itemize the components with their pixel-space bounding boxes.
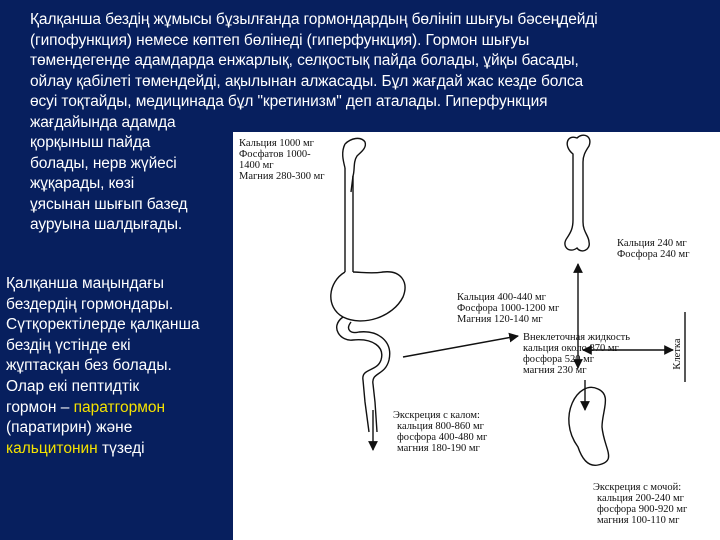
hormones-paragraph: Қалқанша маңындағы бездердің гормондары.… [6, 274, 246, 459]
intro-line: өсуі тоқтайды, медицинада бұл "кретинизм… [30, 93, 548, 110]
urine-label-4: магния 100-110 мг [597, 515, 680, 526]
ecf-label-1: Внеклеточная жидкость [523, 332, 631, 343]
head-profile-icon [344, 137, 367, 193]
intake-label-3: 1400 мг [239, 160, 274, 171]
ecf-label-2: кальция около 870 мг [523, 343, 619, 354]
esophagus-icon [344, 168, 354, 272]
intro-line: ойлау қабілеті төмендейді, ақылынан алжа… [30, 72, 584, 90]
bone-label-2: Фосфора 240 мг [617, 249, 690, 260]
hormones-line: Олар екі пептидтік [6, 377, 140, 395]
intestine-icon [336, 316, 383, 433]
intro-line: болады, нерв жүйесі [30, 154, 177, 172]
intro-line: қорқыныш пайда [30, 134, 151, 151]
feces-label-4: магния 180-190 мг [397, 443, 480, 454]
parathormone-term: паратгормон [73, 398, 166, 416]
intro-paragraph: Қалқанша бездің жұмысы бұзылғанда гормон… [30, 10, 700, 236]
absorbed-label-2: Фосфора 1000-1200 мг [457, 303, 560, 314]
urine-label-2: кальция 200-240 мг [597, 493, 684, 504]
absorbed-label-3: Магния 120-140 мг [457, 314, 543, 325]
feces-label-3: фосфора 400-480 мг [397, 432, 488, 443]
stomach-icon [330, 271, 406, 322]
absorbed-label-1: Кальция 400-440 мг [457, 292, 546, 303]
cell-label: Клетка [672, 338, 683, 369]
hormones-line: кальцитонин түзеді [6, 439, 145, 457]
intake-label-2: Фосфатов 1000- [239, 149, 311, 160]
intro-line: жағдайында адамда [30, 113, 176, 131]
intake-label-1: Кальция 1000 мг [239, 138, 314, 149]
hormones-line: (паратирин) және [6, 419, 133, 437]
intro-line: (гипофункция) немесе көптеп бөлінеді (ги… [30, 31, 530, 49]
hormones-line: бездің үстінде екі [6, 336, 131, 354]
urine-label-1: Экскреция с мочой: [593, 482, 682, 493]
intro-line: жұқарады, көзі [30, 175, 135, 192]
feces-label-1: Экскреция с калом: [393, 410, 480, 421]
hormones-line: гормон – паратгормон [6, 398, 166, 416]
hormones-title-cont: бездердің гормондары. [6, 295, 174, 313]
hormones-line: жұптасқан без болады. [6, 357, 172, 375]
ecf-label-3: фосфора 520 мг [523, 354, 595, 365]
ecf-label-4: магния 230 мг [523, 365, 587, 376]
bone-label-1: Кальция 240 мг [617, 238, 687, 249]
feces-label-2: кальция 800-860 мг [397, 421, 484, 432]
kidney-icon [568, 386, 610, 466]
figure-drawing: Клетка [330, 134, 686, 466]
mineral-balance-figure: Клетка Кальция 1000 мг Фосфатов 1000- 14… [233, 132, 720, 540]
intro-line: төмендегенде адамдарда енжарлық, селқост… [30, 52, 579, 69]
intro-line: ұясынан шығып базед [30, 195, 188, 213]
hormones-line: Сүтқоректілерде қалқанша [6, 316, 200, 334]
intake-label-4: Магния 280-300 мг [239, 171, 325, 182]
bone-icon [564, 134, 591, 252]
calcitonin-term: кальцитонин [6, 439, 98, 457]
hormones-title: Қалқанша маңындағы [6, 275, 165, 292]
urine-label-3: фосфора 900-920 мг [597, 504, 688, 515]
intro-line: Қалқанша бездің жұмысы бұзылғанда гормон… [30, 11, 598, 28]
intro-line: ауруына шалдығады. [30, 216, 183, 233]
